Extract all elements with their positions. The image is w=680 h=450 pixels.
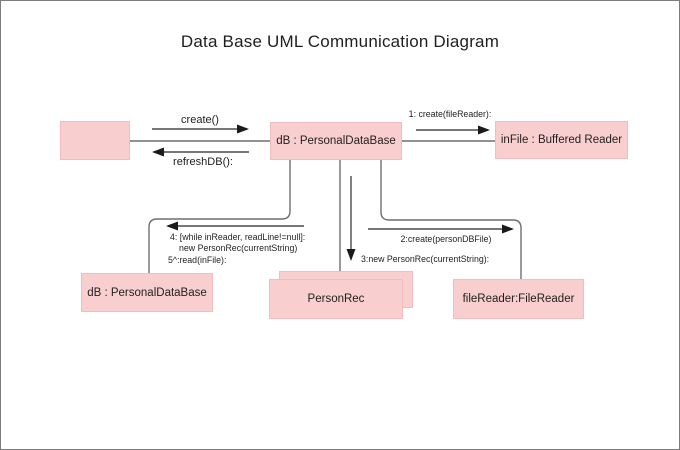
object-label-infile: inFile : Buffered Reader bbox=[500, 134, 623, 146]
message-label-msg5: 5^:read(inFile): bbox=[168, 255, 227, 265]
message-label-msg4-line1: 4: [while inReader, readLine!=null]: bbox=[170, 232, 306, 242]
diagram-title: Data Base UML Communication Diagram bbox=[180, 32, 500, 51]
object-label-filereader: fileReader:FileReader bbox=[462, 293, 575, 305]
object-box-filereader: fileReader:FileReader bbox=[453, 279, 584, 319]
object-box-infile: inFile : Buffered Reader bbox=[495, 121, 628, 159]
message-label-msg4-line2: new PersonRec(currentString) bbox=[179, 243, 298, 253]
message-label-msg2: 2:create(personDBFile) bbox=[400, 234, 492, 244]
object-box-personrec: PersonRec bbox=[269, 279, 403, 319]
object-box-db-top: dB : PersonalDataBase bbox=[270, 122, 402, 160]
object-label-personrec: PersonRec bbox=[307, 293, 365, 305]
object-box-anonymous bbox=[60, 121, 130, 160]
message-label-refresh: refreshDB(): bbox=[173, 156, 233, 168]
object-label-db-bottom: dB : PersonalDataBase bbox=[87, 286, 207, 299]
object-box-db-bottom: dB : PersonalDataBase bbox=[81, 273, 213, 312]
message-label-create: create() bbox=[181, 114, 219, 126]
message-label-msg3: 3:new PersonRec(currentString): bbox=[361, 254, 490, 264]
message-label-msg1: 1: create(fileReader): bbox=[408, 109, 492, 119]
object-label-db-top: dB : PersonalDataBase bbox=[276, 135, 396, 147]
